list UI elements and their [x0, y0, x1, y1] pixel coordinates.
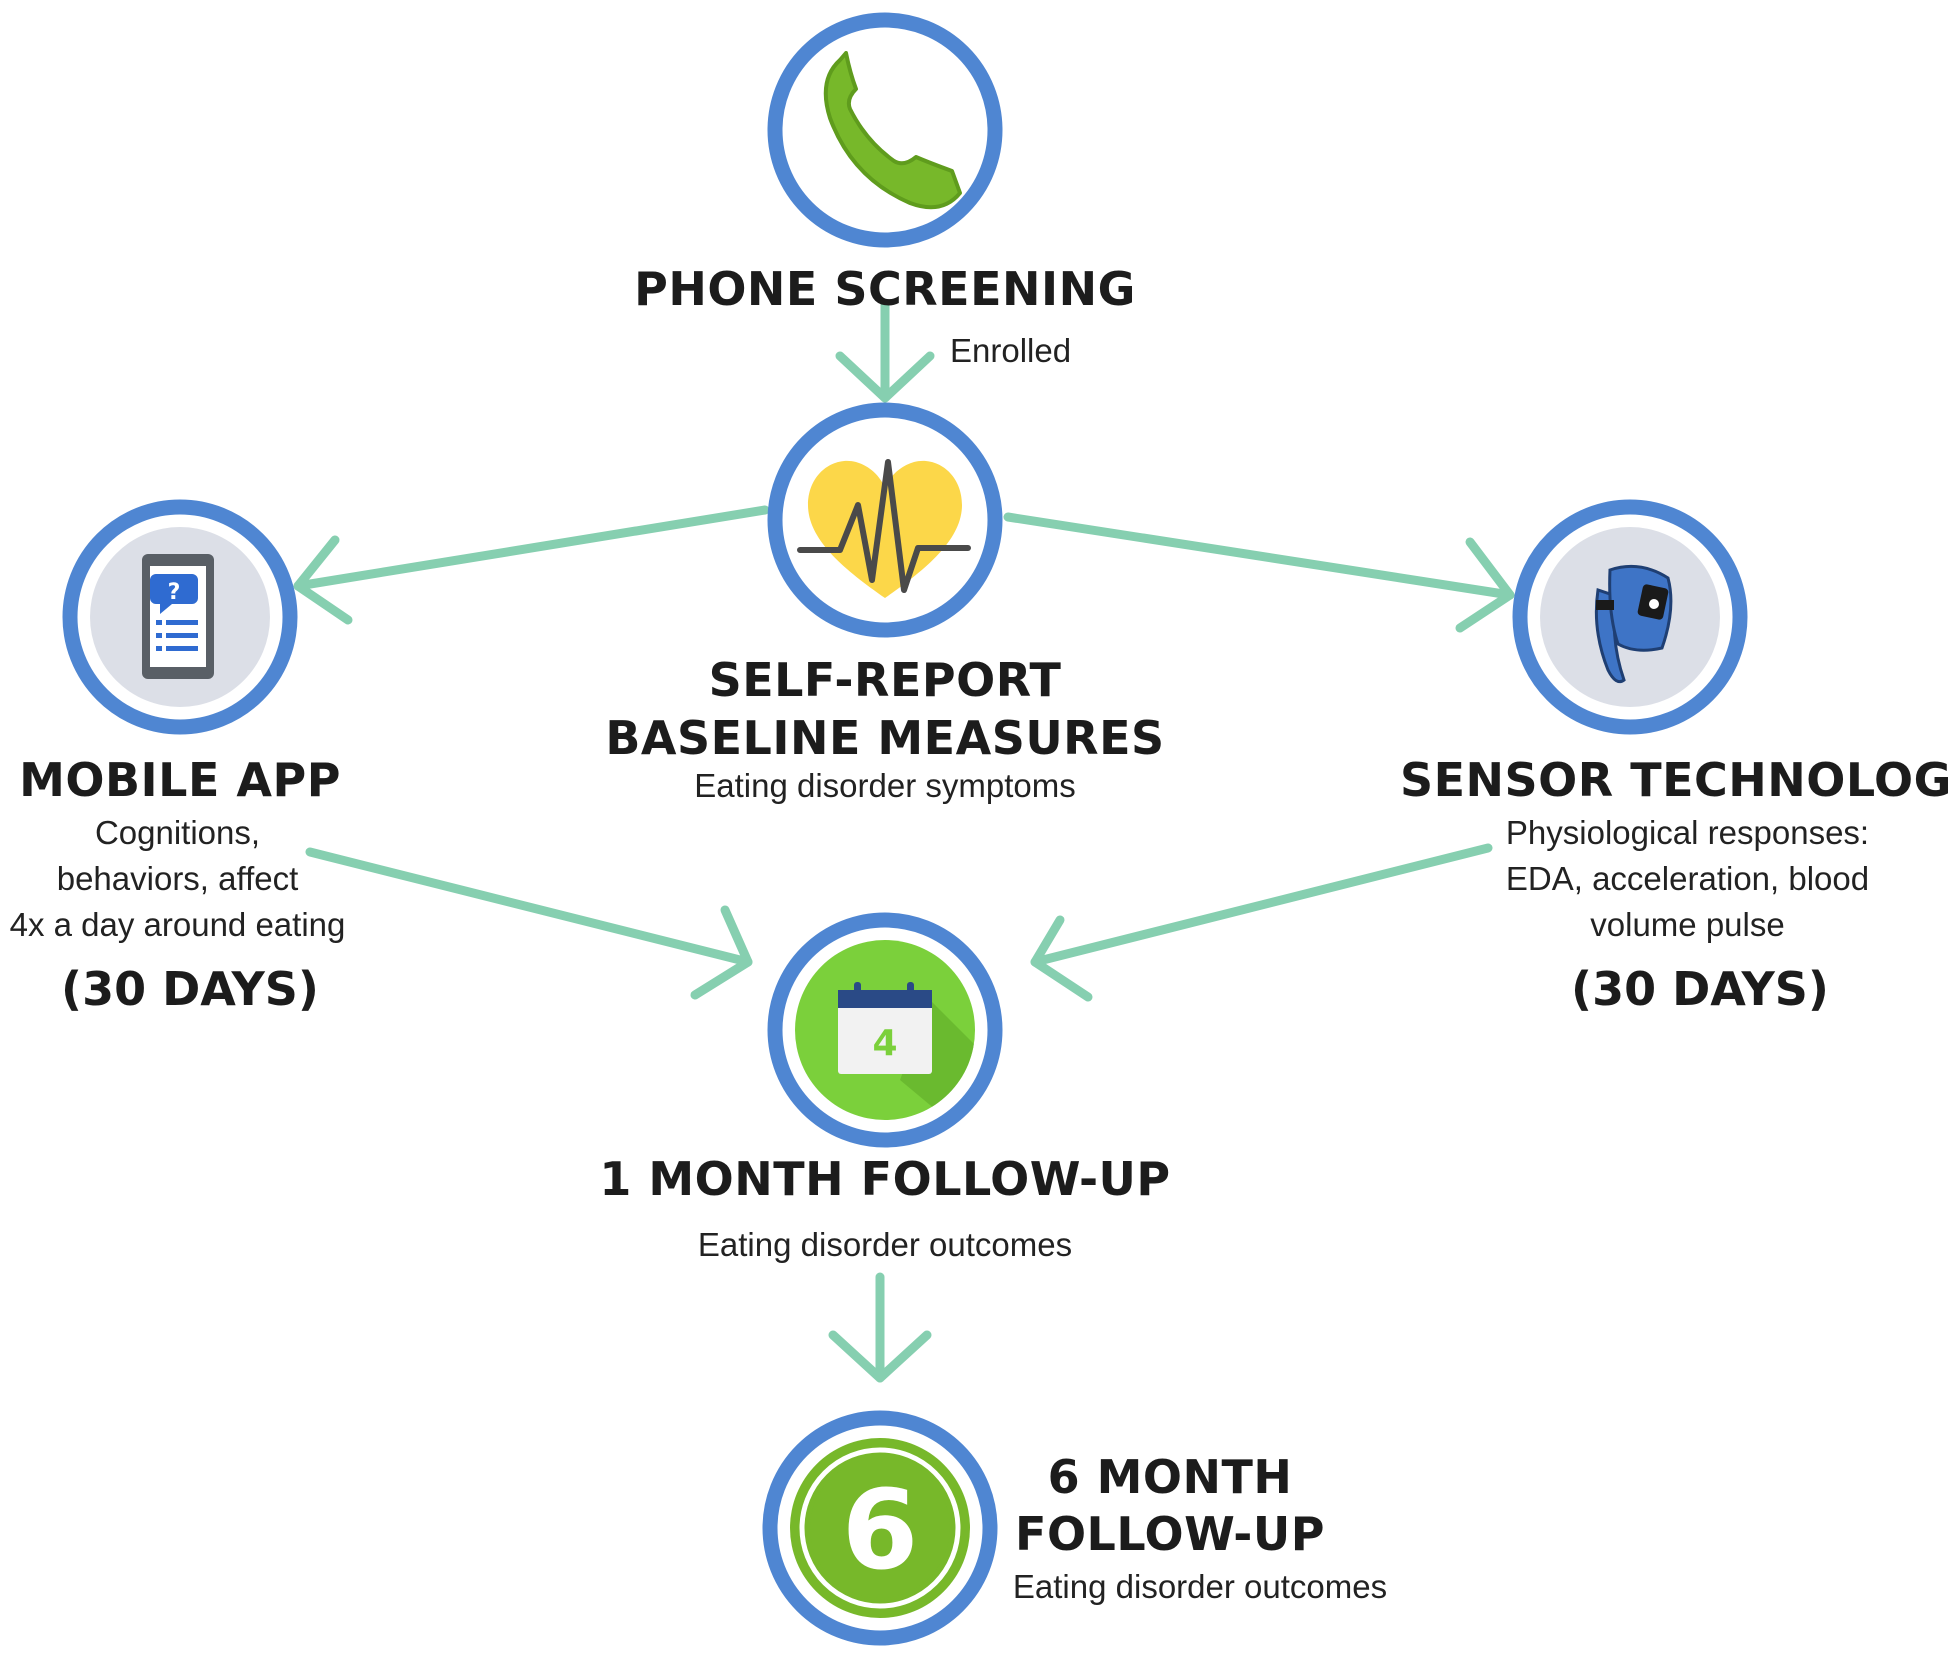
one-month-subtitle: Eating disorder outcomes [697, 1226, 1073, 1263]
calendar-icon: 4 [838, 982, 932, 1074]
mobile-app-node: ? [62, 499, 298, 735]
phone-icon [823, 51, 962, 210]
enrolled-label: Enrolled [950, 332, 1072, 369]
baseline-title-line2: BASELINE MEASURES [605, 711, 1165, 765]
one-month-node: 4 [767, 912, 1003, 1148]
mobile-questionnaire-icon: ? [142, 554, 214, 679]
mobile-app-line-1: Cognitions, [94, 814, 261, 851]
arrow-mobile-to-month1 [305, 847, 753, 1000]
sensor-line-1: Physiological responses: [1505, 814, 1870, 851]
six-badge-number: 6 [842, 1466, 919, 1594]
arrow-phone-to-baseline [835, 300, 935, 403]
svg-text:?: ? [168, 580, 181, 605]
sensor-technology-node [1512, 499, 1748, 735]
arrow-baseline-to-sensor [1003, 512, 1515, 633]
number-six-icon: 6 [790, 1438, 970, 1618]
arrow-month1-to-month6 [828, 1272, 932, 1383]
six-month-title-line2: FOLLOW-UP [1015, 1507, 1325, 1561]
arrow-sensor-to-month1 [1030, 843, 1493, 1002]
six-month-subtitle: Eating disorder outcomes [1012, 1568, 1388, 1605]
mobile-app-title: MOBILE APP [19, 753, 341, 807]
six-month-node: 6 [762, 1410, 998, 1646]
sensor-line-2: EDA, acceleration, blood [1505, 860, 1870, 897]
mobile-app-duration: (30 DAYS) [61, 962, 319, 1016]
sensor-duration: (30 DAYS) [1571, 962, 1829, 1016]
one-month-title: 1 MONTH FOLLOW-UP [599, 1152, 1171, 1206]
arrow-baseline-to-mobile [293, 505, 770, 625]
calendar-number: 4 [872, 1023, 897, 1064]
phone-screening-title: PHONE SCREENING [634, 262, 1136, 316]
six-month-title-line1: 6 MONTH [1047, 1450, 1293, 1504]
sensor-technology-title: SENSOR TECHNOLOGY [1400, 753, 1950, 807]
mobile-app-line-3: 4x a day around eating [9, 906, 346, 943]
baseline-title-line1: SELF-REPORT [708, 653, 1062, 707]
baseline-node [767, 402, 1003, 638]
wristband-icon [1594, 564, 1673, 684]
heartbeat-icon [797, 459, 971, 598]
phone-screening-node [767, 12, 1003, 248]
mobile-app-line-2: behaviors, affect [56, 860, 299, 897]
sensor-line-3: volume pulse [1590, 906, 1785, 943]
baseline-subtitle: Eating disorder symptoms [694, 767, 1076, 804]
